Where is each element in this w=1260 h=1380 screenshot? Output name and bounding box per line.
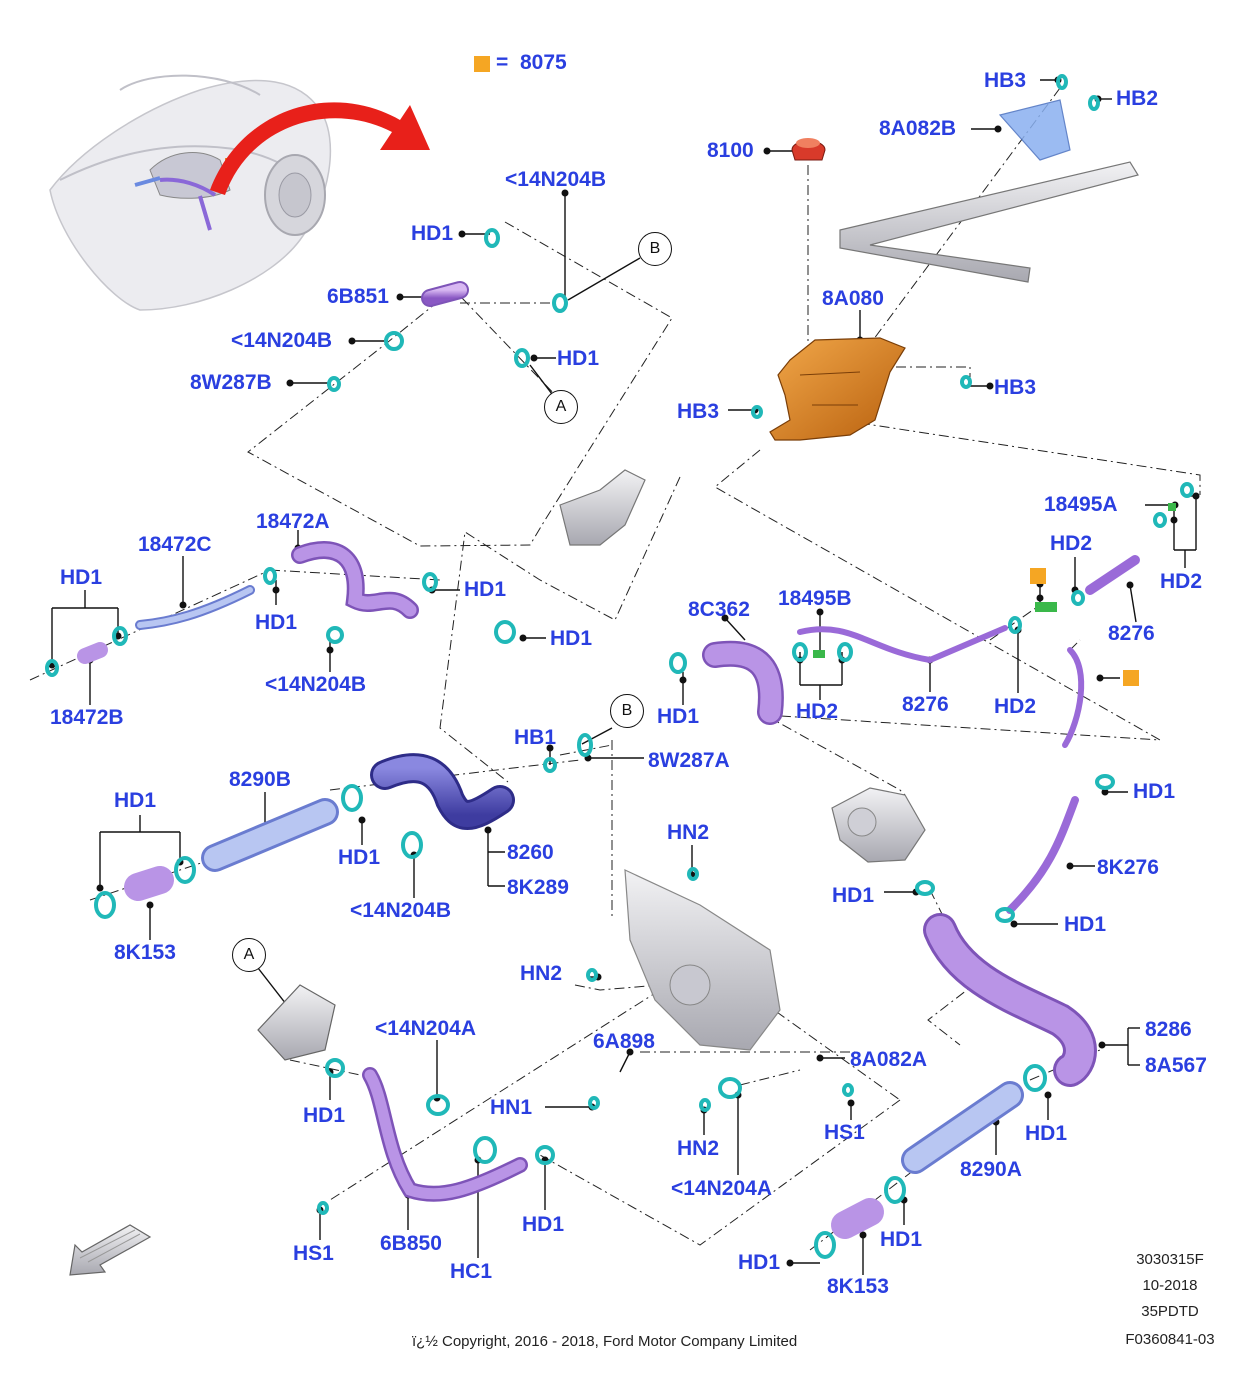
label-8w287b: 8W287B [190,371,272,394]
legend-value: 8075 [520,51,567,74]
drawing-model-code: 35PDTD [1141,1303,1199,1320]
label-hb3-right: HB3 [994,376,1037,399]
label-18472b: 18472B [50,706,124,729]
label-8286: 8286 [1145,1018,1192,1041]
connection-lines [29,87,1201,1251]
label-8c362: 8C362 [688,598,750,621]
label-hn2-mid: HN2 [520,962,563,985]
label-hd2-d: HD2 [994,695,1037,718]
label-8a080: 8A080 [822,287,884,310]
drawing-code: 3030315F [1136,1251,1204,1268]
label-hd1-r3: HD1 [1133,780,1176,803]
label-hd1-8c362: HD1 [657,705,700,728]
callout-b-mid: B [610,694,644,728]
label-6b851: 6B851 [327,285,389,308]
label-18495a: 18495A [1044,493,1118,516]
label-8290b: 8290B [229,768,291,791]
label-18495b: 18495B [778,587,852,610]
leader-lines [51,79,1197,1275]
label-hd2-a: HD2 [1050,532,1093,555]
copyright-notice: ï¿½ Copyright, 2016 - 2018, Ford Motor C… [412,1333,798,1350]
label-8100: 8100 [707,139,754,162]
coolant-module [257,984,336,1061]
label-hd1-b4: HD1 [1025,1122,1068,1145]
engine-front-cover [624,869,781,1051]
label-14n204b-l3: <14N204B [350,899,451,922]
label-hb1: HB1 [514,726,557,749]
drawing-figure-id: F0360841-03 [1125,1331,1215,1348]
hoses-blue [135,585,1024,1174]
callout-a-top: A [544,390,578,424]
label-hd1-center: HD1 [550,627,593,650]
label-8a082a: 8A082A [850,1048,928,1071]
label-8276-right: 8276 [1108,622,1155,645]
orientation-arrow [69,1224,152,1276]
label-hd1-top: HD1 [411,222,454,245]
label-8k276: 8K276 [1097,856,1159,879]
label-hd2-c: HD2 [796,700,839,723]
label-14n204b-l2: <14N204B [265,673,366,696]
red-location-arrow [210,102,430,195]
label-14n204b-mid: <14N204B [231,329,332,352]
label-hd1-r4: HD1 [1064,913,1107,936]
label-hc1: HC1 [450,1260,493,1283]
legend-swatch [474,56,490,72]
label-hd1-mid1: HD1 [255,611,298,634]
label-6a898: 6A898 [593,1030,655,1053]
label-hn2-bottom: HN2 [677,1137,720,1160]
label-hd1-b1: HD1 [303,1104,346,1127]
marker-8075-a [1030,568,1046,584]
marker-8075-b [1123,670,1139,686]
label-14n204a-bottom: <14N204A [671,1177,772,1200]
label-hd1-b5: HD1 [880,1228,923,1251]
label-hd1-b2: HD1 [522,1213,565,1236]
label-hn1: HN1 [490,1096,533,1119]
drawing-date: 10-2018 [1142,1277,1198,1294]
label-hd1-l3b: HD1 [338,846,381,869]
label-hn2-top: HN2 [667,821,710,844]
label-hb2: HB2 [1116,87,1159,110]
thermostat-housing [559,469,646,546]
label-14n204a-top: <14N204A [375,1017,476,1040]
hose-clamps [45,74,1194,1259]
label-hd1-left1: HD1 [60,566,103,589]
label-8k289: 8K289 [507,876,569,899]
label-hd1-b6: HD1 [738,1251,781,1274]
label-hd1-l3: HD1 [114,789,157,812]
label-6b850: 6B850 [380,1232,442,1255]
label-hd1-pump: HD1 [832,884,875,907]
label-8a082b: 8A082B [879,117,957,140]
label-hb3-top: HB3 [984,69,1027,92]
label-hd1-top2: HD1 [557,347,600,370]
callout-a-bottom: A [232,938,266,972]
label-8a567: 8A567 [1145,1054,1207,1077]
label-8w287a: 8W287A [648,749,730,772]
label-hb3-left: HB3 [677,400,720,423]
label-hs1-right: HS1 [824,1121,865,1144]
label-18472a: 18472A [256,510,330,533]
label-hd2-b: HD2 [1160,570,1203,593]
hoses-purple [77,281,1140,1239]
label-18472c: 18472C [138,533,212,556]
label-hd1-right1: HD1 [464,578,507,601]
hose-8260 [370,753,515,830]
reservoir-cap-8100 [791,138,826,161]
label-8290a: 8290A [960,1158,1022,1181]
coolant-reservoir-8a080 [769,337,906,441]
label-8k153-right: 8K153 [827,1275,889,1298]
tee-connectors [813,503,1176,658]
label-8k153-left: 8K153 [114,941,176,964]
label-14n204b-top: <14N204B [505,168,606,191]
label-hs1-left: HS1 [293,1242,334,1265]
label-8276-mid: 8276 [902,693,949,716]
legend-equals: = [496,51,509,74]
tube-frame-8a082b [839,99,1139,283]
water-pump [831,787,926,863]
callout-b-top: B [638,232,672,266]
label-8260: 8260 [507,841,554,864]
